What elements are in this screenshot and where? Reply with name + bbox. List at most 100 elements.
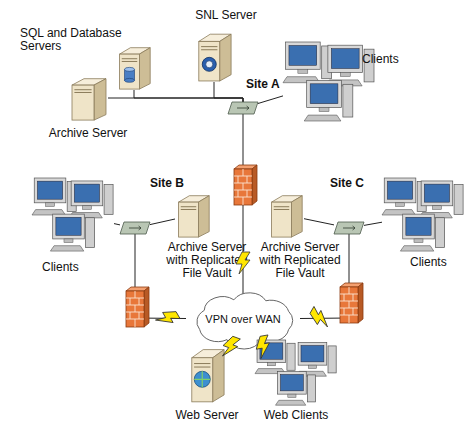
keyboard xyxy=(50,246,83,251)
lightning-bolt xyxy=(307,306,333,329)
node-label: Clients xyxy=(410,256,470,269)
monitor-frame xyxy=(307,80,342,107)
client-group: Clients xyxy=(32,178,114,252)
drive-slots xyxy=(122,59,137,62)
monitor-screen xyxy=(331,49,359,69)
firewall-top xyxy=(126,287,149,291)
firewall-front xyxy=(234,169,252,205)
node-icon xyxy=(188,345,226,403)
server-front xyxy=(72,85,94,120)
hub-arrow xyxy=(343,226,355,230)
monitor-frame xyxy=(403,214,435,239)
keyboard xyxy=(304,115,341,121)
network-cloud: VPN over WAN xyxy=(186,295,300,343)
monitor-frame xyxy=(278,372,307,395)
server-node: Archive Server with Replicated File Vaul… xyxy=(175,192,211,238)
drive-slots xyxy=(274,207,289,210)
node-label: Web Clients xyxy=(256,409,336,422)
monitor-stand xyxy=(46,203,55,207)
network-hub: Site B xyxy=(120,222,150,234)
server-front xyxy=(192,358,213,402)
node-label: Clients xyxy=(42,261,102,274)
monitor-frame xyxy=(384,178,416,203)
license-disc-center xyxy=(206,61,213,68)
globe-lines xyxy=(194,371,210,387)
server-side xyxy=(291,196,302,237)
firewall-front xyxy=(340,287,358,323)
client-group: Web Clients xyxy=(255,340,337,406)
hub-arrow xyxy=(129,226,141,230)
server-front xyxy=(272,202,292,237)
firewall-symbol xyxy=(234,165,257,205)
server-side xyxy=(139,48,150,89)
server-side xyxy=(94,79,106,120)
network-link xyxy=(114,224,120,225)
monitor-stand xyxy=(308,365,316,368)
bolt-shape xyxy=(154,306,180,329)
network-link xyxy=(134,90,243,102)
monitor-stand xyxy=(267,363,275,366)
monitor-stand xyxy=(340,72,350,76)
network-hub: Site A xyxy=(228,102,258,114)
node-icon xyxy=(334,222,364,234)
drive-slots xyxy=(201,47,217,50)
monitor-screen xyxy=(301,346,324,362)
node-icon xyxy=(268,192,304,238)
server-node: Archive Server xyxy=(68,75,108,121)
node-icon xyxy=(116,44,152,90)
hub-body xyxy=(228,102,258,114)
monitor-frame xyxy=(421,181,453,206)
pc-tower xyxy=(343,84,353,117)
monitor-frame xyxy=(53,214,85,239)
client-group: Clients xyxy=(382,178,464,252)
node-icon xyxy=(195,30,233,82)
node-label: SQL and Database Servers xyxy=(20,27,138,53)
pc-tower xyxy=(436,218,445,248)
firewall-front xyxy=(126,291,144,327)
node-label: Archive Server with Replicated File Vaul… xyxy=(250,241,350,280)
node-label: SNL Server xyxy=(186,9,266,22)
pc-tower xyxy=(86,218,95,248)
client-group: Clients xyxy=(283,42,375,122)
server-node: Web Server xyxy=(188,345,226,403)
monitor-screen xyxy=(56,217,81,235)
monitor-stand xyxy=(64,239,73,243)
lightning-bolt xyxy=(154,306,180,329)
node-icon xyxy=(175,192,211,238)
monitor-stand xyxy=(396,203,405,207)
node-icon xyxy=(255,340,337,406)
keyboard xyxy=(400,246,433,251)
hub-arrow xyxy=(237,106,249,110)
network-hub: Site C xyxy=(334,222,364,234)
keyboard xyxy=(276,400,306,405)
server-side xyxy=(198,196,209,237)
monitor-frame xyxy=(257,340,286,363)
firewall-bricks xyxy=(340,287,358,323)
node-icon xyxy=(228,102,258,114)
monitor-stand xyxy=(414,239,423,243)
monitor-screen xyxy=(289,45,317,65)
network-link xyxy=(214,82,243,102)
network-link xyxy=(108,98,243,102)
pc-tower xyxy=(307,375,315,402)
network-link xyxy=(226,343,227,345)
firewall-top xyxy=(340,283,363,287)
bolt-shape xyxy=(307,306,333,329)
firewall-side xyxy=(358,283,363,323)
drive-slots xyxy=(74,90,91,93)
monitor-screen xyxy=(280,374,303,390)
server-side xyxy=(213,350,224,402)
monitor-screen xyxy=(310,84,338,104)
monitor-screen xyxy=(74,184,99,202)
node-icon xyxy=(120,222,150,234)
firewall-symbol xyxy=(340,283,363,323)
pc-tower xyxy=(454,185,463,215)
monitor-stand xyxy=(432,206,441,210)
monitor-frame xyxy=(34,178,66,203)
monitor-screen xyxy=(37,181,62,199)
globe-symbol xyxy=(194,371,210,387)
monitor-screen xyxy=(387,181,412,199)
node-icon xyxy=(32,178,114,252)
monitor-stand xyxy=(82,206,91,210)
